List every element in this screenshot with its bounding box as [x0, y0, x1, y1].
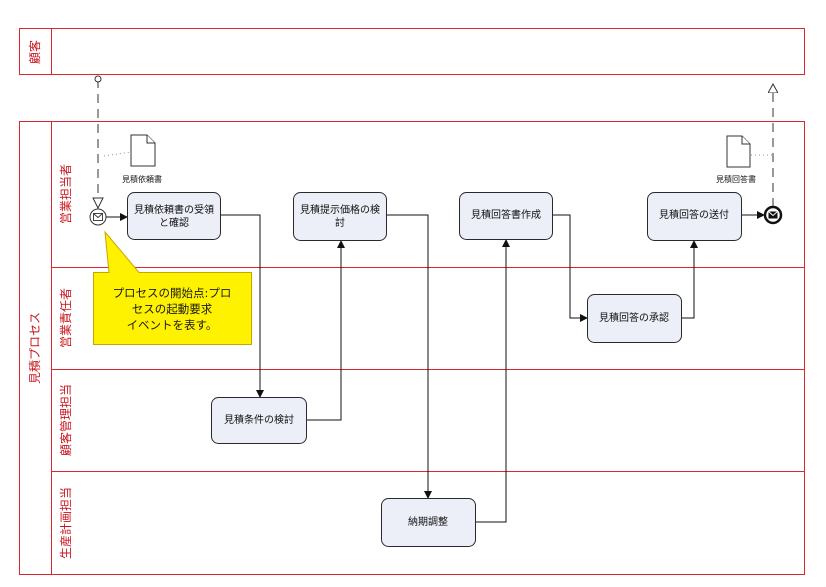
task-price-review-line1: 見積提示価格の検	[300, 203, 380, 216]
flow-price-to-delivery	[387, 214, 432, 499]
flow-answerdoc-to-approve	[552, 214, 588, 322]
callout-line2: セスの起動要求	[132, 302, 213, 316]
task-approve-line1: 見積回答の承認	[599, 311, 669, 324]
task-send-answer[interactable]: 見積回答の送付	[647, 192, 742, 241]
process-pool: 見積プロセス 営業担当者 営業責任者 顧客管理担当 生産計画担当	[19, 121, 805, 575]
flow-approve-to-send	[681, 240, 698, 319]
task-approve[interactable]: 見積回答の承認	[587, 294, 682, 343]
flow-conditions-to-price	[306, 240, 345, 421]
document-request-label: 見積依頼書	[122, 174, 162, 184]
task-conditions[interactable]: 見積条件の検討	[211, 397, 307, 444]
document-request: 見積依頼書	[122, 134, 162, 184]
task-price-review[interactable]: 見積提示価格の検 討	[293, 192, 387, 241]
end-event[interactable]	[763, 205, 783, 225]
task-send-answer-line1: 見積回答の送付	[659, 208, 729, 221]
task-delivery[interactable]: 納期調整	[381, 498, 476, 547]
callout-line1: プロセスの開始点:プロ	[113, 286, 232, 300]
callout-shape	[93, 230, 252, 345]
envelope-filled-icon	[768, 211, 778, 219]
task-price-review-line2: 討	[335, 216, 345, 229]
customer-pool: 顧客	[19, 28, 805, 75]
envelope-icon	[93, 213, 103, 221]
callout-line3: イベントを表す。	[127, 318, 218, 332]
task-answer-doc-line1: 見積回答書作成	[471, 208, 541, 221]
customer-pool-label: 顧客	[27, 40, 42, 64]
lane-label-manager: 営業責任者	[59, 288, 73, 348]
task-receive[interactable]: 見積依頼書の受領 と確認	[127, 192, 221, 240]
lane-label-production: 生産計画担当	[58, 487, 73, 559]
process-pool-label: 見積プロセス	[27, 312, 42, 384]
start-event-callout: プロセスの開始点:プロ セスの起動要求 イベントを表す。	[93, 230, 252, 345]
task-answer-doc[interactable]: 見積回答書作成	[459, 192, 553, 240]
association-request-doc	[103, 151, 132, 157]
document-answer: 見積回答書	[716, 135, 756, 184]
flow-delivery-to-answerdoc	[475, 239, 510, 523]
lane-label-customer-mgmt: 顧客管理担当	[58, 384, 73, 456]
task-conditions-line1: 見積条件の検討	[224, 413, 294, 426]
message-flow-request-arrow	[92, 197, 104, 210]
start-event[interactable]	[89, 208, 107, 226]
flow-receive-to-conditions	[221, 214, 264, 398]
document-answer-label: 見積回答書	[716, 174, 756, 184]
task-delivery-line1: 納期調整	[408, 515, 448, 528]
lane-label-sales: 営業担当者	[59, 164, 73, 224]
task-receive-line1: 見積依頼書の受領	[134, 203, 214, 216]
task-receive-line2: と確認	[159, 216, 189, 229]
